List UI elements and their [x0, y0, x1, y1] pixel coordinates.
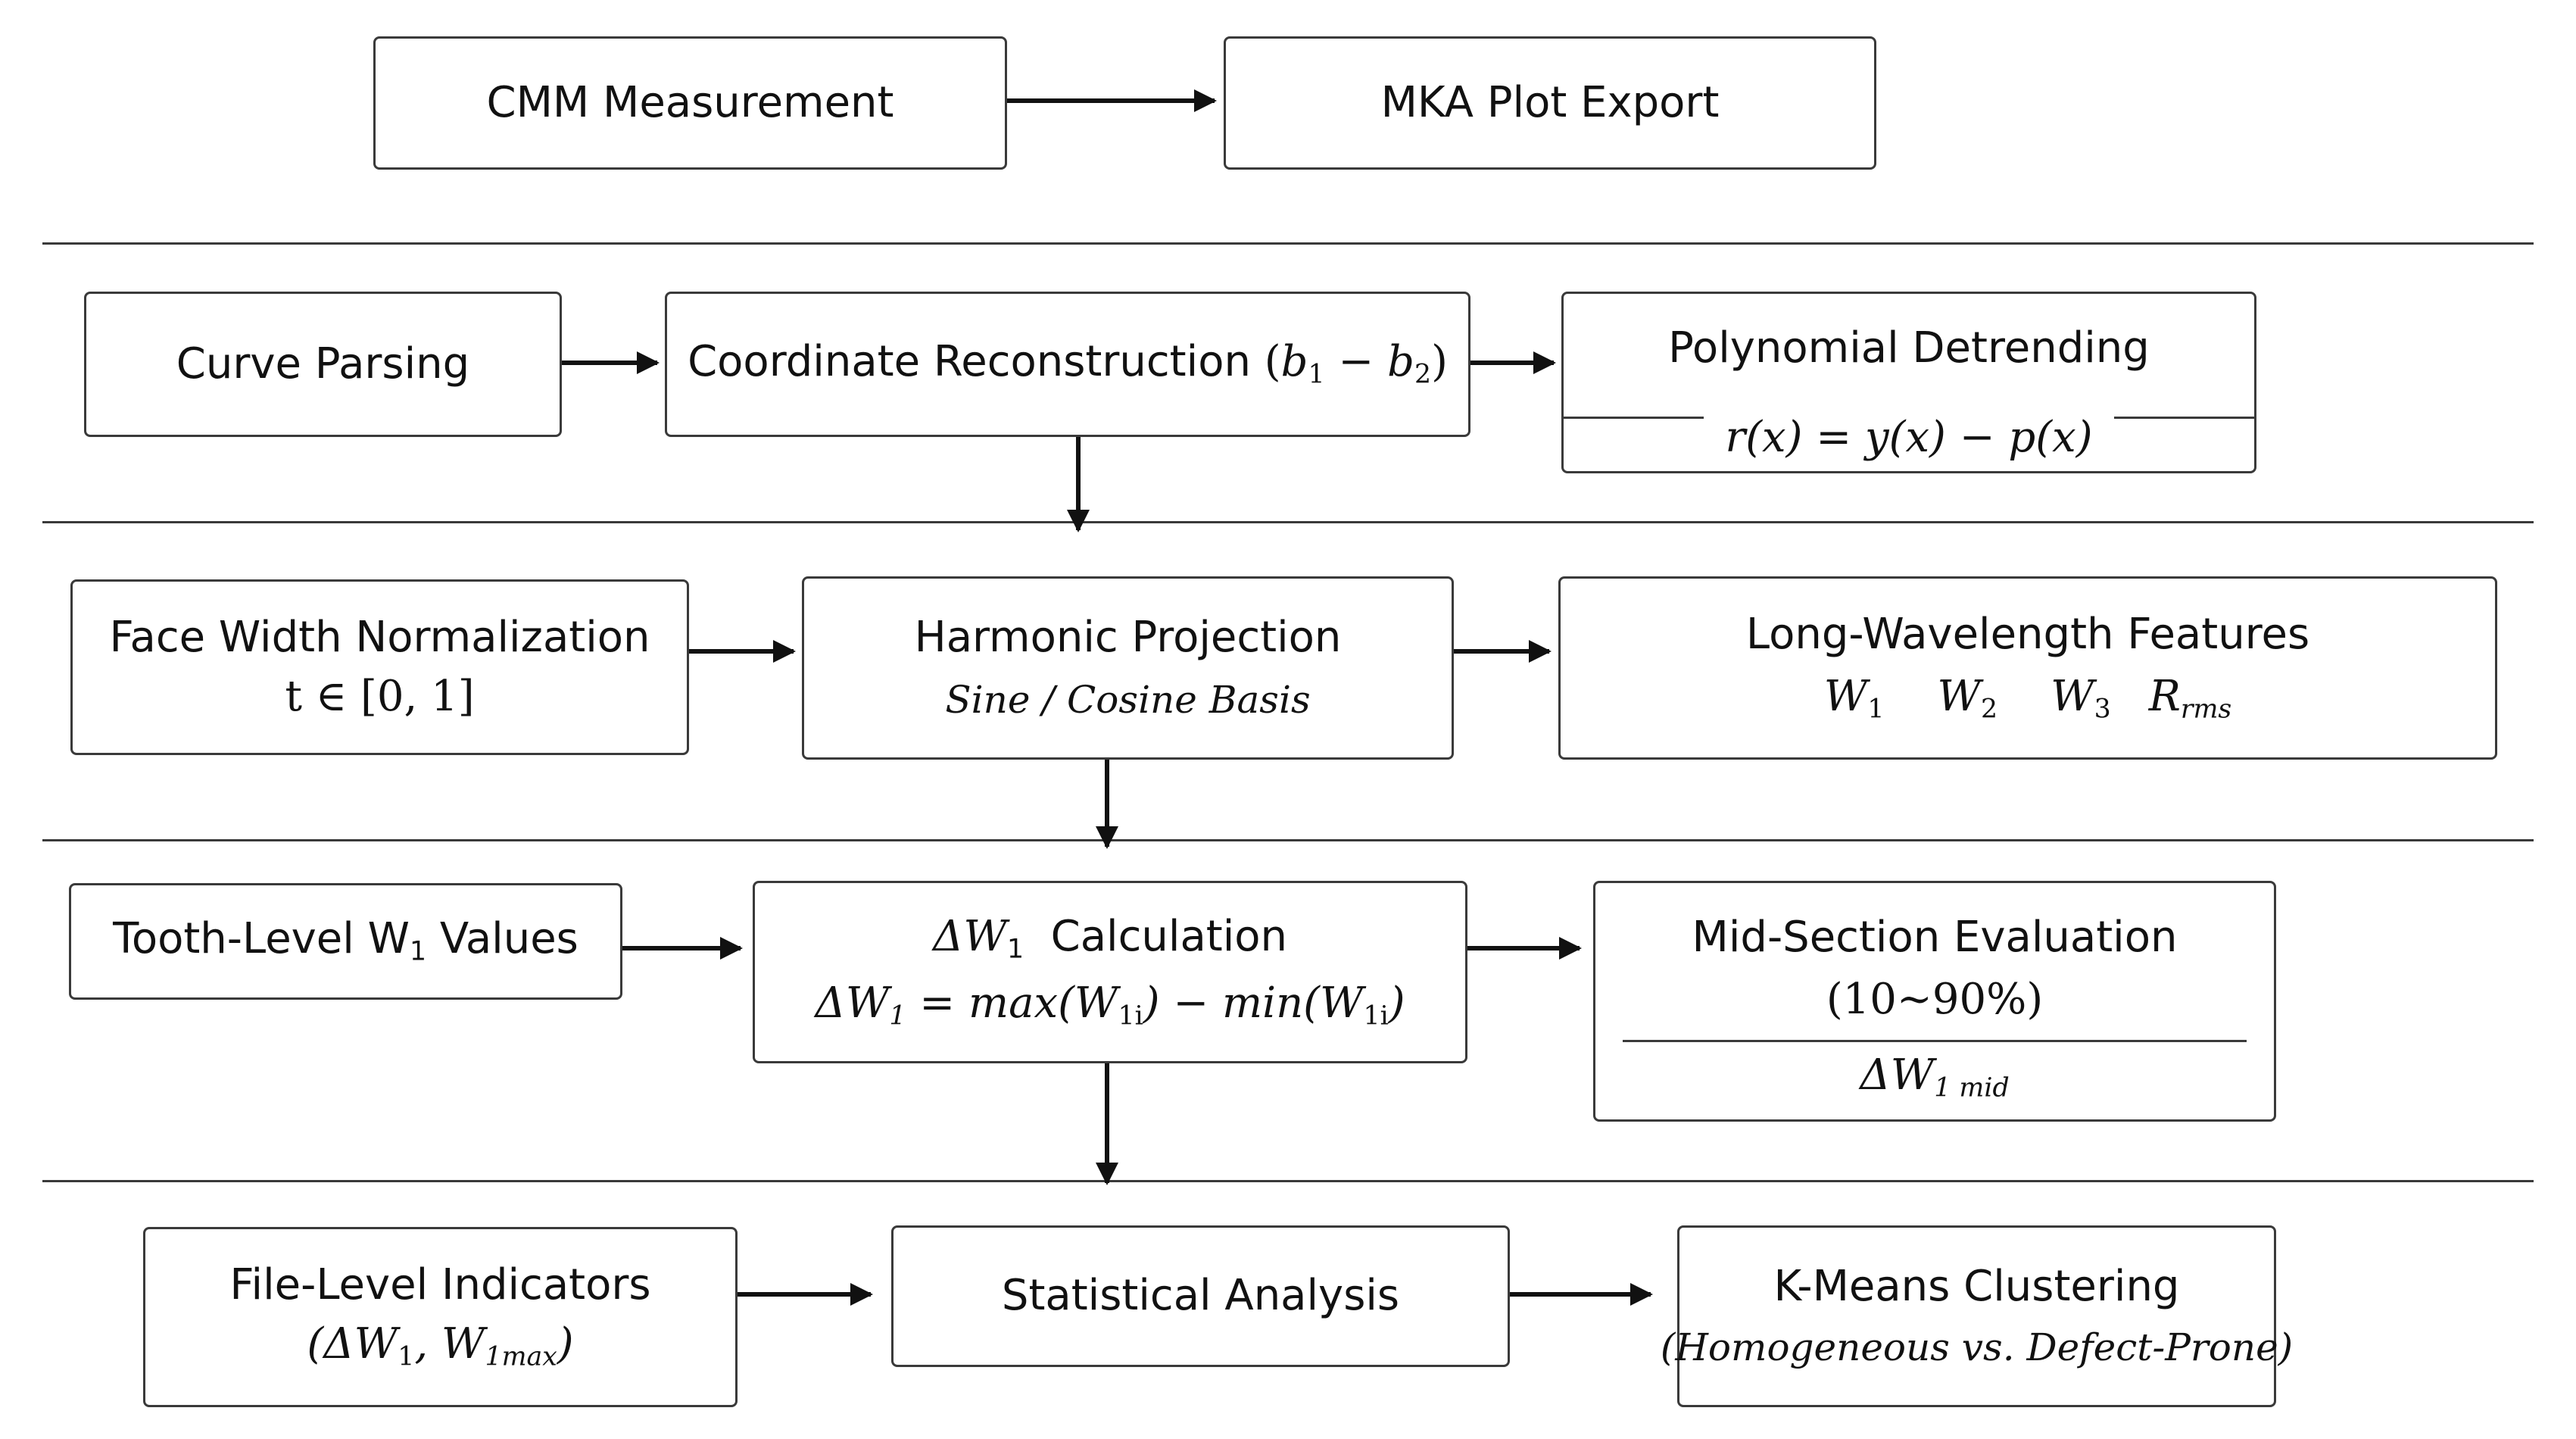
- w3-symbol: W: [2051, 672, 2094, 722]
- tooth-level-suffix: Values: [426, 914, 579, 964]
- face-width-normalization-box: Face Width Normalization t ∈ [0, 1]: [70, 579, 689, 755]
- face-width-formula: t ∈ [0, 1]: [285, 672, 475, 721]
- w1-subscript: 1: [1867, 695, 1885, 726]
- formula-max: max(W: [968, 978, 1118, 1028]
- tooth-level-values-box: Tooth-Level W1 Values: [69, 883, 622, 1000]
- curve-parsing-box: Curve Parsing: [84, 292, 562, 437]
- coordinate-reconstruction-label: Coordinate Reconstruction: [688, 337, 1251, 387]
- tooth-level-values-label: Tooth-Level W1 Values: [113, 914, 579, 968]
- face-width-normalization-title: Face Width Normalization: [109, 612, 650, 662]
- coordinate-formula: (b1 − b2): [1264, 337, 1448, 389]
- b2-symbol: b: [1387, 337, 1414, 387]
- k-means-clustering-title: K-Means Clustering: [1773, 1262, 2180, 1312]
- cmm-measurement-box: CMM Measurement: [373, 36, 1007, 170]
- cmm-measurement-label: CMM Measurement: [486, 77, 894, 127]
- file-formula-sub1: 1: [398, 1342, 415, 1373]
- formula-lhs: ΔW: [815, 978, 890, 1028]
- section-divider-2: [42, 521, 2534, 523]
- harmonic-projection-subtitle: Sine / Cosine Basis: [945, 678, 1311, 723]
- w1-symbol: W: [1823, 672, 1868, 722]
- minus-sign: −: [1324, 337, 1388, 387]
- harmonic-projection-box: Harmonic Projection Sine / Cosine Basis: [802, 576, 1454, 760]
- file-formula-sub2: 1max: [485, 1342, 557, 1373]
- file-formula-comma: , W: [414, 1319, 485, 1369]
- mid-section-evaluation-title: Mid-Section Evaluation: [1692, 913, 2178, 962]
- statistical-analysis-label: Statistical Analysis: [1001, 1271, 1400, 1321]
- delta-w1-subscript: 1: [1006, 934, 1024, 965]
- k-means-clustering-box: K-Means Clustering (Homogeneous vs. Defe…: [1661, 1225, 2293, 1407]
- paren-close: ): [1431, 337, 1448, 387]
- mid-section-divider: [1623, 1039, 2247, 1042]
- mka-plot-export-box: MKA Plot Export: [1224, 36, 1876, 170]
- b1-subscript: 1: [1308, 359, 1325, 390]
- polynomial-detrending-title: Polynomial Detrending: [1668, 323, 2150, 373]
- file-level-indicators-formula: (ΔW1, W1max): [307, 1320, 573, 1373]
- b2-subscript: 2: [1414, 359, 1432, 390]
- section-divider-4: [42, 1180, 2534, 1182]
- statistical-analysis-box: Statistical Analysis: [891, 1225, 1510, 1367]
- tooth-level-prefix: Tooth-Level W: [113, 914, 410, 964]
- formula-max-subscript: 1i: [1118, 1000, 1143, 1032]
- delta-w1-calculation-title: ΔW1 Calculation: [932, 911, 1288, 966]
- formula-min-subscript: 1i: [1363, 1000, 1389, 1032]
- file-formula-open: (ΔW: [307, 1319, 398, 1369]
- w3-subscript: 3: [2094, 695, 2111, 726]
- section-divider-1: [42, 242, 2534, 245]
- coordinate-reconstruction-text: Coordinate Reconstruction (b1 − b2): [688, 337, 1448, 391]
- calculation-label: Calculation: [1050, 911, 1288, 961]
- delta-w1-symbol: ΔW: [932, 911, 1007, 961]
- formula-min: ) − min(W: [1143, 978, 1364, 1028]
- coordinate-reconstruction-box: Coordinate Reconstruction (b1 − b2): [665, 292, 1470, 437]
- polynomial-detrending-box: Polynomial Detrending r(x) = y(x) − p(x): [1561, 292, 2256, 473]
- delta-w-mid-symbol: ΔW: [1860, 1050, 1935, 1100]
- mid-section-range: (10~90%): [1826, 975, 2044, 1025]
- mka-plot-export-label: MKA Plot Export: [1380, 77, 1720, 127]
- paren-open: (: [1264, 337, 1281, 387]
- delta-w1-formula: ΔW1 = max(W1i) − min(W1i): [815, 979, 1405, 1032]
- section-divider-3: [42, 839, 2534, 841]
- w2-symbol: W: [1937, 672, 1981, 722]
- polynomial-formula: r(x) = y(x) − p(x): [1704, 413, 2114, 463]
- curve-parsing-label: Curve Parsing: [176, 339, 470, 389]
- mid-section-symbol: ΔW1 mid: [1860, 1050, 2010, 1104]
- long-wavelength-features-title: Long-Wavelength Features: [1745, 609, 2310, 659]
- formula-equals: =: [906, 978, 968, 1028]
- polynomial-formula-row: r(x) = y(x) − p(x): [1564, 413, 2254, 463]
- harmonic-projection-title: Harmonic Projection: [914, 613, 1342, 663]
- w2-subscript: 2: [1980, 695, 1998, 726]
- delta-w-mid-subscript: 1 mid: [1934, 1072, 2010, 1103]
- b1-symbol: b: [1280, 337, 1308, 387]
- formula-close: ): [1388, 978, 1405, 1028]
- r-symbol: R: [2148, 672, 2181, 722]
- k-means-clustering-subtitle: (Homogeneous vs. Defect-Prone): [1660, 1325, 2294, 1370]
- mid-section-evaluation-box: Mid-Section Evaluation (10~90%) ΔW1 mid: [1593, 881, 2276, 1122]
- delta-w1-calculation-box: ΔW1 Calculation ΔW1 = max(W1i) − min(W1i…: [753, 881, 1467, 1063]
- tooth-level-subscript: 1: [410, 936, 427, 967]
- formula-lhs-subscript: 1: [889, 1000, 906, 1032]
- file-level-indicators-box: File-Level Indicators (ΔW1, W1max): [143, 1227, 738, 1407]
- file-level-indicators-title: File-Level Indicators: [229, 1260, 651, 1309]
- r-subscript: rms: [2180, 695, 2232, 726]
- file-formula-close: ): [557, 1319, 574, 1369]
